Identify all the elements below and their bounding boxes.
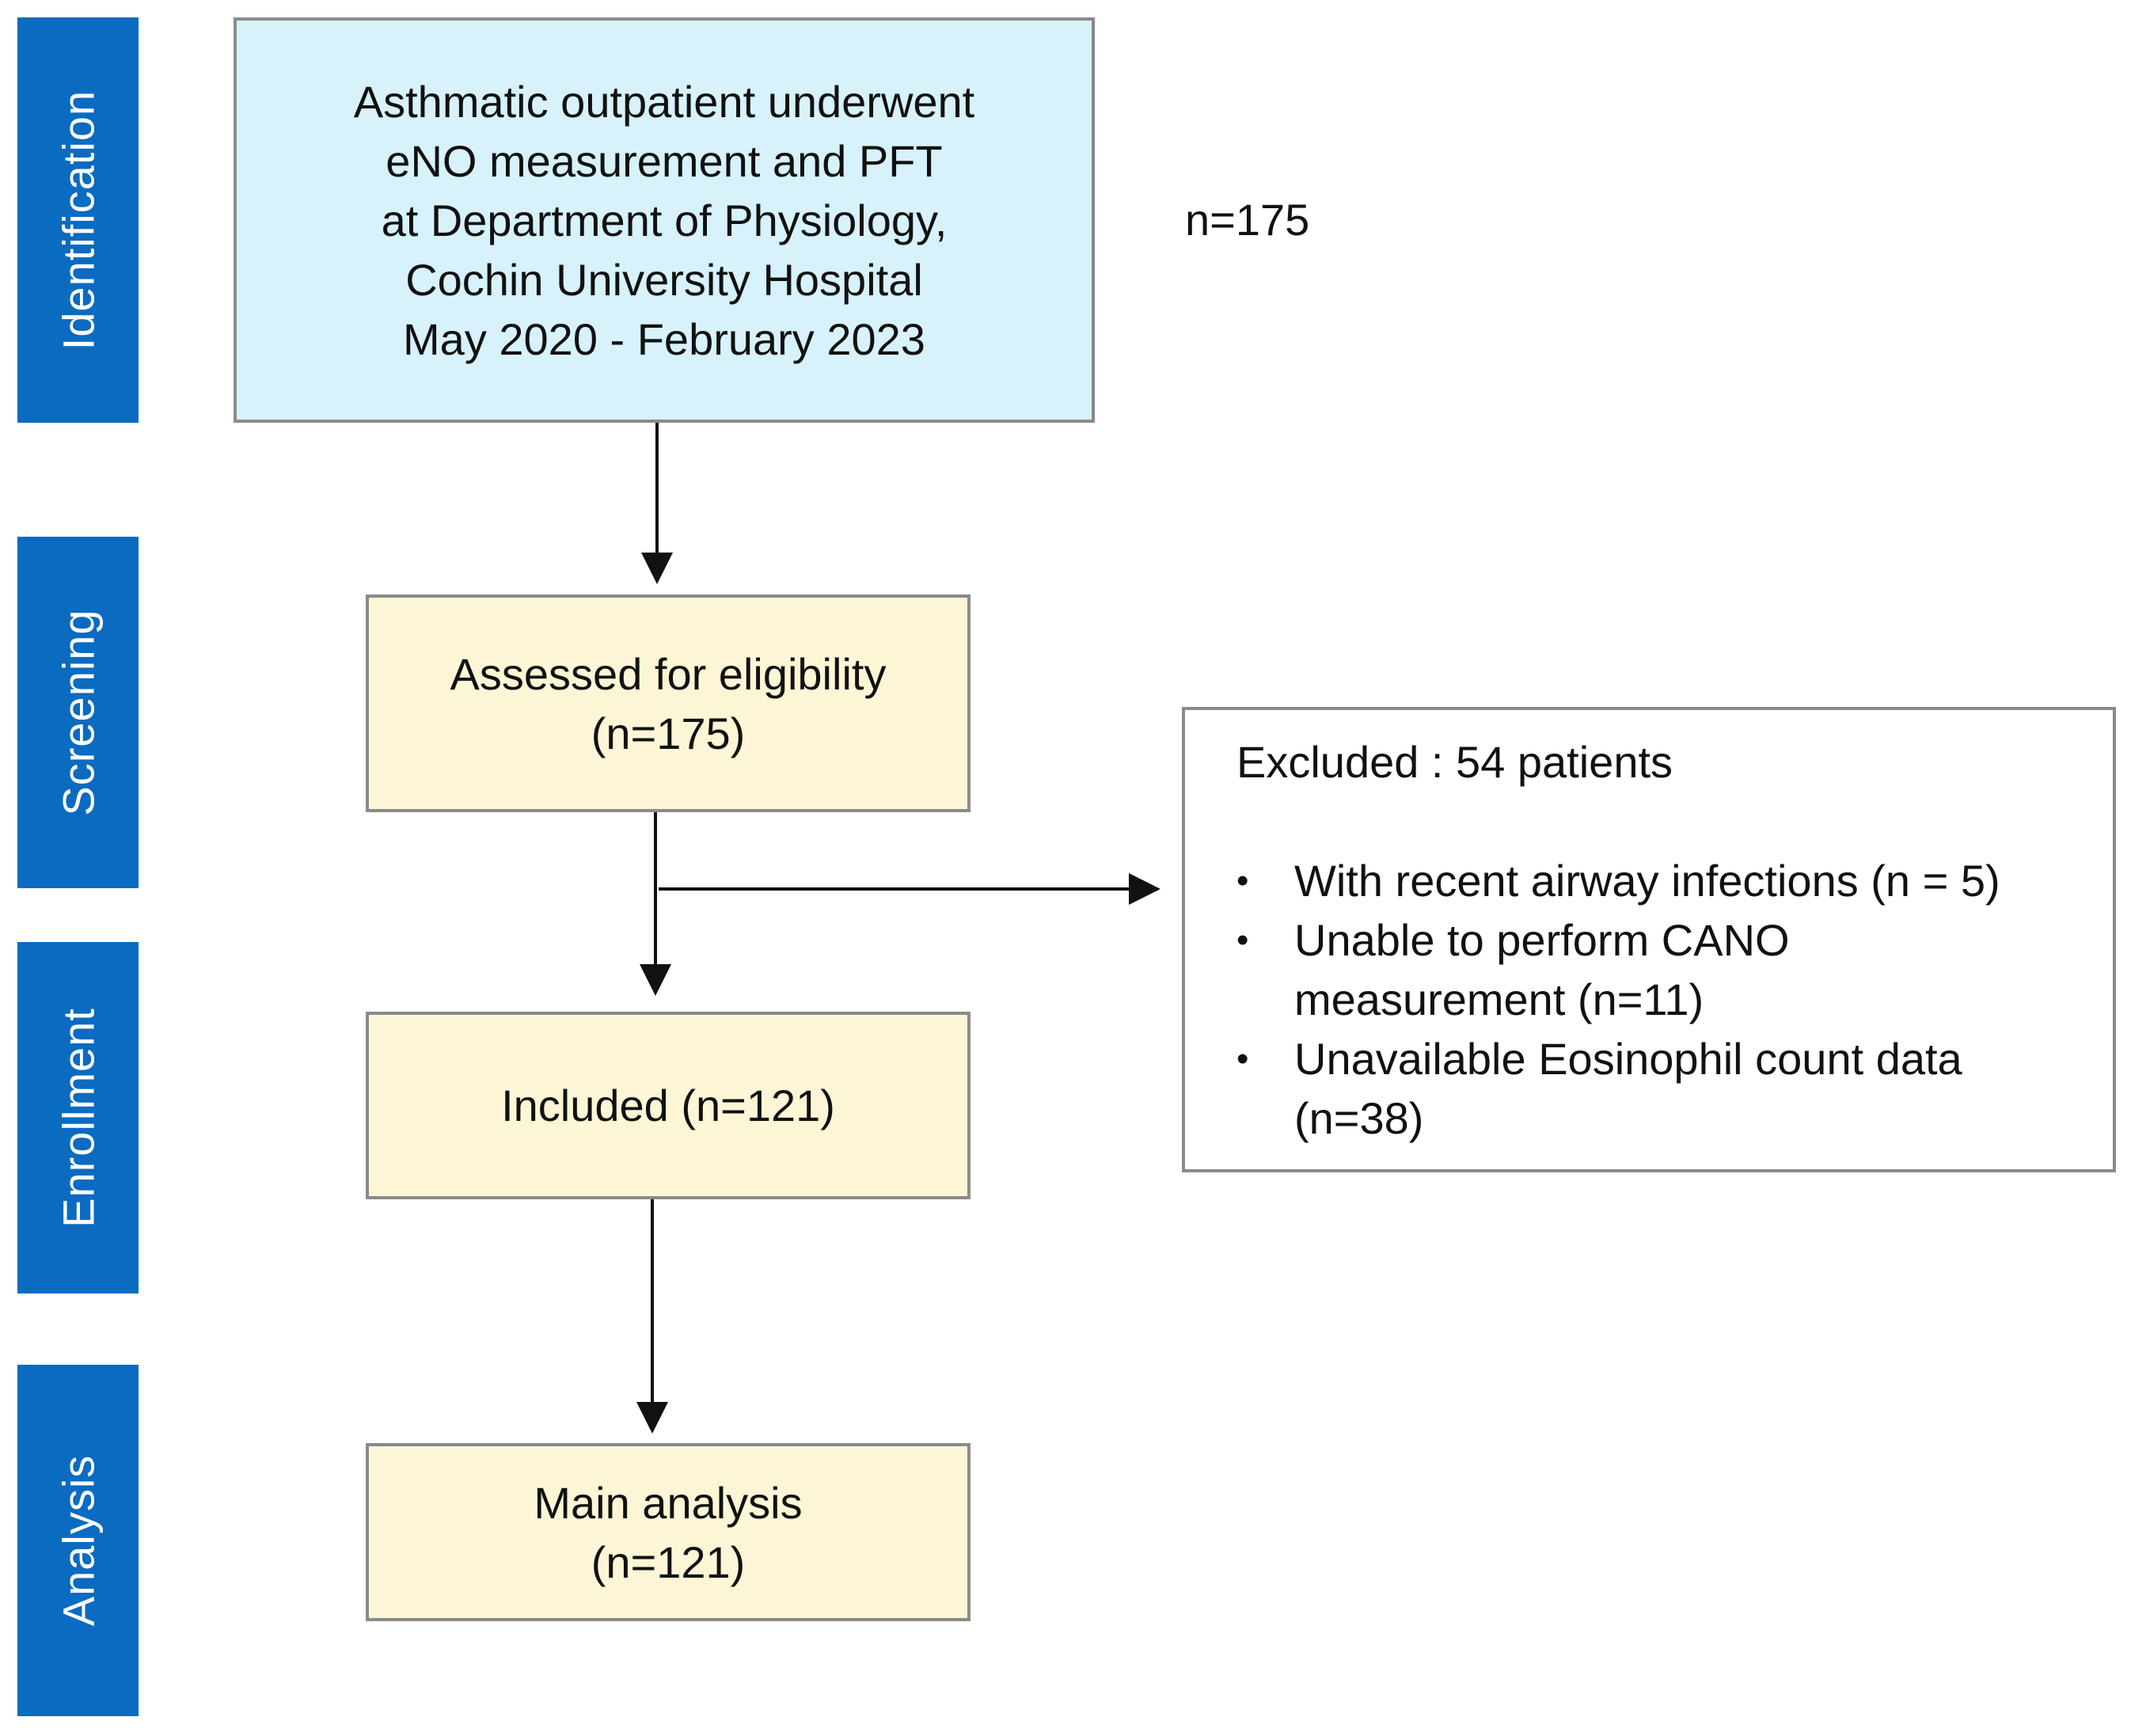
excluded-item-line: With recent airway infections (n = 5): [1294, 856, 2000, 906]
identification-count: n=175: [1185, 195, 1310, 245]
included-line: Included (n=121): [501, 1081, 835, 1130]
screening-line: (n=175): [591, 708, 746, 758]
screening-line: Assessed for eligibility: [450, 648, 887, 699]
excluded-item-line: measurement (n=11): [1294, 974, 1704, 1024]
identification-box: Asthmatic outpatient underwent eNO measu…: [234, 17, 1095, 423]
identification-line: at Department of Physiology,: [381, 195, 948, 245]
excluded-title: Excluded : 54 patients: [1236, 737, 1673, 787]
identification-line: eNO measurement and PFT: [386, 135, 943, 186]
bullet-dot-icon: •: [1236, 1039, 1249, 1078]
excluded-list: • With recent airway infections (n = 5) …: [1236, 851, 2086, 1148]
screening-box: Assessed for eligibility (n=175): [366, 594, 971, 812]
identification-line: Asthmatic outpatient underwent: [353, 76, 975, 127]
list-item: • Unable to perform CANO measurement (n=…: [1236, 910, 2086, 1029]
bullet-dot-icon: •: [1236, 921, 1249, 959]
excluded-item-line: Unable to perform CANO: [1294, 915, 1790, 965]
analysis-box: Main analysis (n=121): [366, 1443, 971, 1621]
list-item: • With recent airway infections (n = 5): [1236, 851, 2086, 910]
phase-analysis: Analysis: [17, 1365, 139, 1716]
identification-line: May 2020 - February 2023: [403, 313, 925, 364]
analysis-line: Main analysis: [534, 1477, 803, 1528]
phase-identification: Identification: [17, 17, 139, 423]
identification-line: Cochin University Hospital: [405, 254, 923, 305]
phase-screening: Screening: [17, 537, 139, 888]
excluded-item-line: (n=38): [1294, 1093, 1424, 1143]
bullet-dot-icon: •: [1236, 861, 1249, 900]
excluded-item-line: Unavailable Eosinophil count data: [1294, 1034, 1962, 1084]
analysis-line: (n=121): [591, 1537, 746, 1587]
list-item: • Unavailable Eosinophil count data (n=3…: [1236, 1029, 2086, 1148]
excluded-box: [1182, 707, 2116, 1172]
phase-enrollment: Enrollment: [17, 942, 139, 1293]
included-box: Included (n=121): [366, 1012, 971, 1199]
